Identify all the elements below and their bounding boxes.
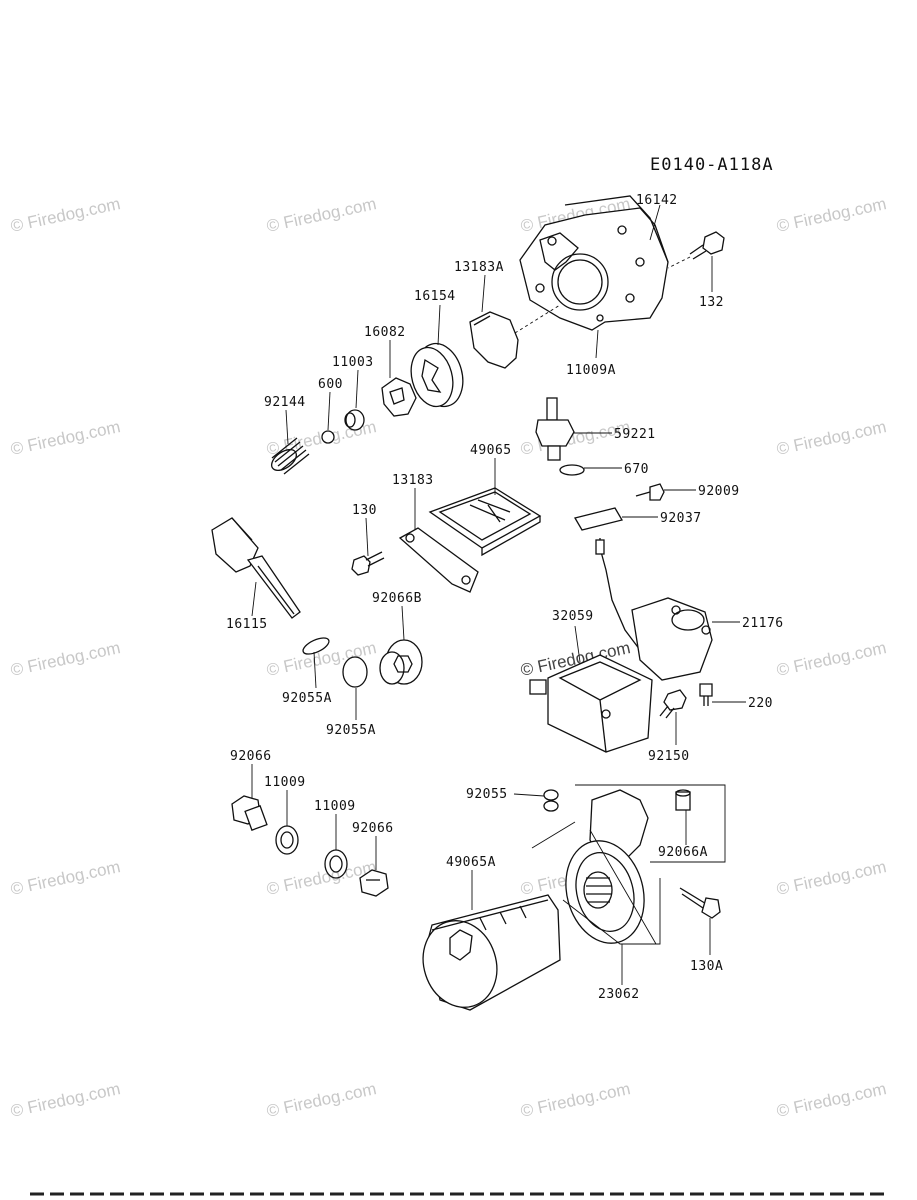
part-label[interactable]: 16154 (414, 289, 456, 304)
spring-92144 (270, 437, 310, 475)
watermark: © Firedog.com (9, 857, 122, 899)
part-label[interactable]: 49065A (446, 855, 496, 870)
part-label[interactable]: 11009A (566, 363, 616, 378)
part-label[interactable]: 670 (624, 462, 649, 477)
oring-670 (559, 464, 585, 476)
part-label[interactable]: 132 (699, 295, 724, 310)
part-label[interactable]: 16115 (226, 617, 268, 632)
part-label[interactable]: 11009 (314, 799, 356, 814)
oil-filter-49065A (422, 894, 561, 1011)
watermark: © Firedog.com (265, 194, 378, 236)
part-label[interactable]: 21176 (742, 616, 784, 631)
group-bracket-housing (531, 821, 661, 945)
bracket-32059 (529, 654, 653, 753)
part-label[interactable]: 92037 (660, 511, 702, 526)
part-label[interactable]: 92066B (372, 591, 422, 606)
part-label[interactable]: 92066 (230, 749, 272, 764)
oring-92055A-1 (302, 637, 330, 655)
watermark: © Firedog.com (775, 194, 888, 236)
watermark: © Firedog.com (775, 1079, 888, 1121)
watermark: © Firedog.com (9, 194, 122, 236)
part-label[interactable]: 92066A (658, 845, 708, 860)
washer-11009-2-inner (329, 855, 343, 873)
oring-92055-bottom (543, 800, 559, 812)
part-label[interactable]: 92150 (648, 749, 690, 764)
bolt-92150 (659, 689, 687, 719)
part-label[interactable]: 92055 (466, 787, 508, 802)
part-label[interactable]: 13183 (392, 473, 434, 488)
watermark: © Firedog.com (775, 417, 888, 459)
part-labels: 16142 132 13183A 16154 11009A 16082 1100… (226, 193, 784, 1002)
part-label[interactable]: 11003 (332, 355, 374, 370)
bolt-132 (667, 231, 725, 269)
clamp-92037 (574, 507, 623, 531)
part-label[interactable]: 220 (748, 696, 773, 711)
watermark: © Firedog.com (9, 417, 122, 459)
inner-rotor-16082 (381, 377, 417, 417)
part-label[interactable]: 92055A (326, 723, 376, 738)
screw-92009 (635, 483, 665, 501)
plug-92066B (379, 639, 423, 685)
pressure-switch-59221 (535, 397, 575, 461)
washer-11009-1-inner (280, 831, 294, 849)
diagram-code: E0140-A118A (650, 155, 774, 175)
bolt-130 (351, 551, 385, 576)
part-label[interactable]: 49065 (470, 443, 512, 458)
oring-92055A-2 (342, 656, 368, 688)
dipstick-16115 (211, 517, 301, 619)
bushing-11003 (344, 409, 365, 431)
watermark: © Firedog.com (775, 857, 888, 899)
strainer-49065 (428, 487, 542, 557)
watermark: © Firedog.com (9, 638, 122, 680)
part-label[interactable]: 11009 (264, 775, 306, 790)
gasket-13183A (469, 304, 561, 369)
part-label[interactable]: 32059 (552, 609, 594, 624)
pump-cover-plate (519, 195, 669, 331)
outer-rotor-16154 (410, 342, 464, 408)
part-label[interactable]: 16142 (636, 193, 678, 208)
group-bracket-top (575, 784, 726, 863)
part-label[interactable]: 92009 (698, 484, 740, 499)
oring-92055-top (543, 789, 559, 801)
watermark: © Firedog.com (775, 638, 888, 680)
leader-lines (251, 204, 746, 985)
part-label[interactable]: 92144 (264, 395, 306, 410)
watermark: © Firedog.com (519, 1079, 632, 1121)
wire-terminal (595, 539, 605, 555)
part-label[interactable]: 92055A (282, 691, 332, 706)
watermark: © Firedog.com (265, 1079, 378, 1121)
bolt-130A (679, 887, 721, 919)
washer-11009-1 (275, 825, 299, 855)
part-label[interactable]: 13183A (454, 260, 504, 275)
part-label[interactable]: 130A (690, 959, 723, 974)
watermark: © Firedog.com (9, 1079, 122, 1121)
plug-92066A (675, 789, 691, 811)
filter-housing-23062 (565, 789, 649, 944)
part-label[interactable]: 600 (318, 377, 343, 392)
part-label[interactable]: 92066 (352, 821, 394, 836)
part-label[interactable]: 130 (352, 503, 377, 518)
screw-220 (699, 683, 713, 706)
part-label[interactable]: 16082 (364, 325, 406, 340)
plug-92066-right (359, 869, 389, 897)
part-label[interactable]: 23062 (598, 987, 640, 1002)
ball-600 (321, 430, 335, 444)
plug-92066-left (231, 795, 268, 831)
solenoid-21176 (631, 597, 713, 681)
part-label[interactable]: 59221 (614, 427, 656, 442)
